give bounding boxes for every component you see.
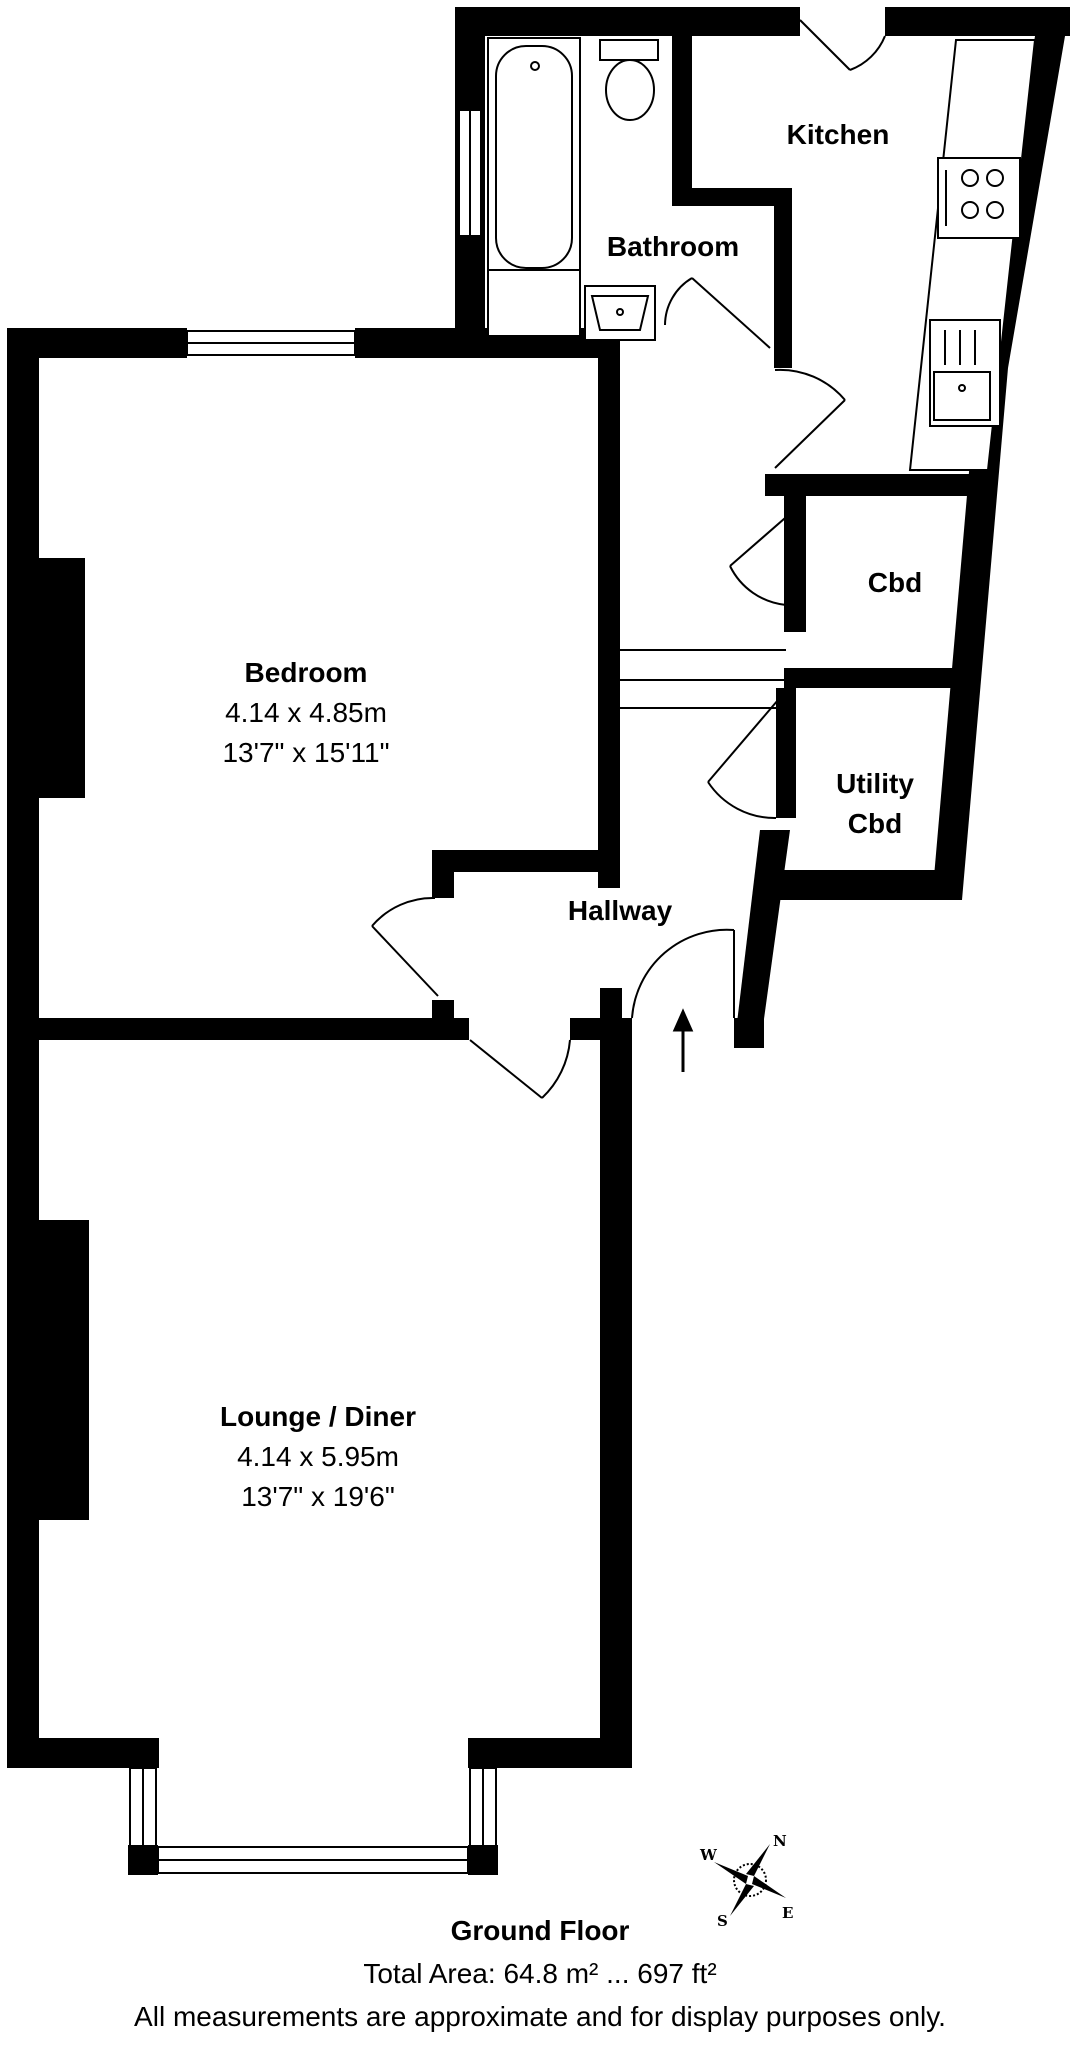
hallway-label: Hallway — [568, 895, 673, 926]
bedroom-name: Bedroom — [245, 657, 368, 688]
wall-bedroom-east-return — [432, 850, 620, 872]
sink-icon — [929, 319, 1001, 427]
utility-label-line2: Cbd — [848, 808, 902, 839]
entrance-arrow — [672, 1008, 694, 1072]
door-front — [631, 928, 735, 1019]
utility-label-line1: Utility — [836, 768, 914, 799]
windows — [129, 109, 497, 1874]
wall-kitchen-south — [765, 474, 995, 496]
wall-lounge-south-a — [7, 1738, 159, 1768]
wall-bedroom-lounge — [7, 1018, 469, 1040]
wall-west — [7, 328, 39, 1768]
lounge-name: Lounge / Diner — [220, 1401, 416, 1432]
window-bay-right — [469, 1767, 497, 1847]
wall-east-mid — [932, 368, 1008, 900]
compass-s: S — [717, 1912, 728, 1930]
compass-w: W — [699, 1846, 718, 1864]
hob-icon — [937, 157, 1021, 239]
wall-hall-entrance — [734, 1018, 764, 1048]
wall-hall-east — [734, 830, 790, 1048]
compass-icon: N E S W — [699, 1832, 793, 1930]
window-bay-front — [157, 1846, 469, 1874]
walls — [7, 7, 1070, 1875]
disclaimer: All measurements are approximate and for… — [134, 2001, 946, 2032]
door-lounge — [469, 1039, 571, 1099]
cbd-label: Cbd — [868, 567, 922, 598]
window-bay-left — [129, 1767, 157, 1847]
door-utility — [707, 699, 779, 820]
door-cbd — [729, 504, 801, 606]
wall-lounge-east — [600, 1018, 632, 1768]
wall-cbd-west — [784, 496, 806, 632]
door-kitchen-external — [799, 19, 886, 71]
window-bedroom — [186, 330, 356, 356]
compass-e: E — [782, 1904, 793, 1922]
bath-icon — [487, 37, 581, 337]
lounge-metric: 4.14 x 5.95m — [237, 1441, 399, 1472]
door-kitchen — [774, 368, 846, 469]
wall-bedroom-east — [598, 358, 620, 888]
bay-corner-right — [468, 1845, 498, 1875]
total-area: Total Area: 64.8 m² ... 697 ft² — [363, 1958, 717, 1989]
room-labels: Kitchen Bathroom Cbd Utility Cbd Hallway… — [220, 119, 922, 1512]
fixtures — [487, 37, 1037, 471]
doors — [371, 19, 886, 1099]
lounge-imperial: 13'7" x 19'6" — [241, 1481, 395, 1512]
wall-bedroom-door-stub — [432, 850, 454, 898]
door-bedroom — [371, 896, 439, 997]
wall-lounge-south-b — [468, 1738, 632, 1768]
wall-utility-west — [776, 688, 796, 818]
chimney-bedroom — [39, 558, 85, 798]
wall-kitchen-west — [774, 188, 792, 368]
toilet-icon — [599, 39, 659, 121]
bedroom-metric: 4.14 x 4.85m — [225, 697, 387, 728]
bathroom-label: Bathroom — [607, 231, 739, 262]
wall-top-left — [455, 7, 800, 36]
wall-bath-kitchen-partition — [672, 36, 692, 204]
wall-bath-kitchen-step — [672, 188, 792, 206]
window-bathroom — [458, 109, 482, 237]
bedroom-imperial: 13'7" x 15'11" — [222, 737, 389, 768]
hall-steps — [620, 649, 786, 709]
floor-title: Ground Floor — [450, 1915, 630, 1946]
chimney-lounge — [39, 1220, 89, 1520]
kitchen-label: Kitchen — [787, 119, 890, 150]
basin-icon — [584, 285, 656, 341]
compass-n: N — [773, 1832, 787, 1850]
wall-cbd-utility — [784, 668, 974, 688]
wall-utility-south — [776, 870, 962, 900]
bay-corner-left — [128, 1845, 158, 1875]
door-bathroom — [664, 277, 771, 349]
